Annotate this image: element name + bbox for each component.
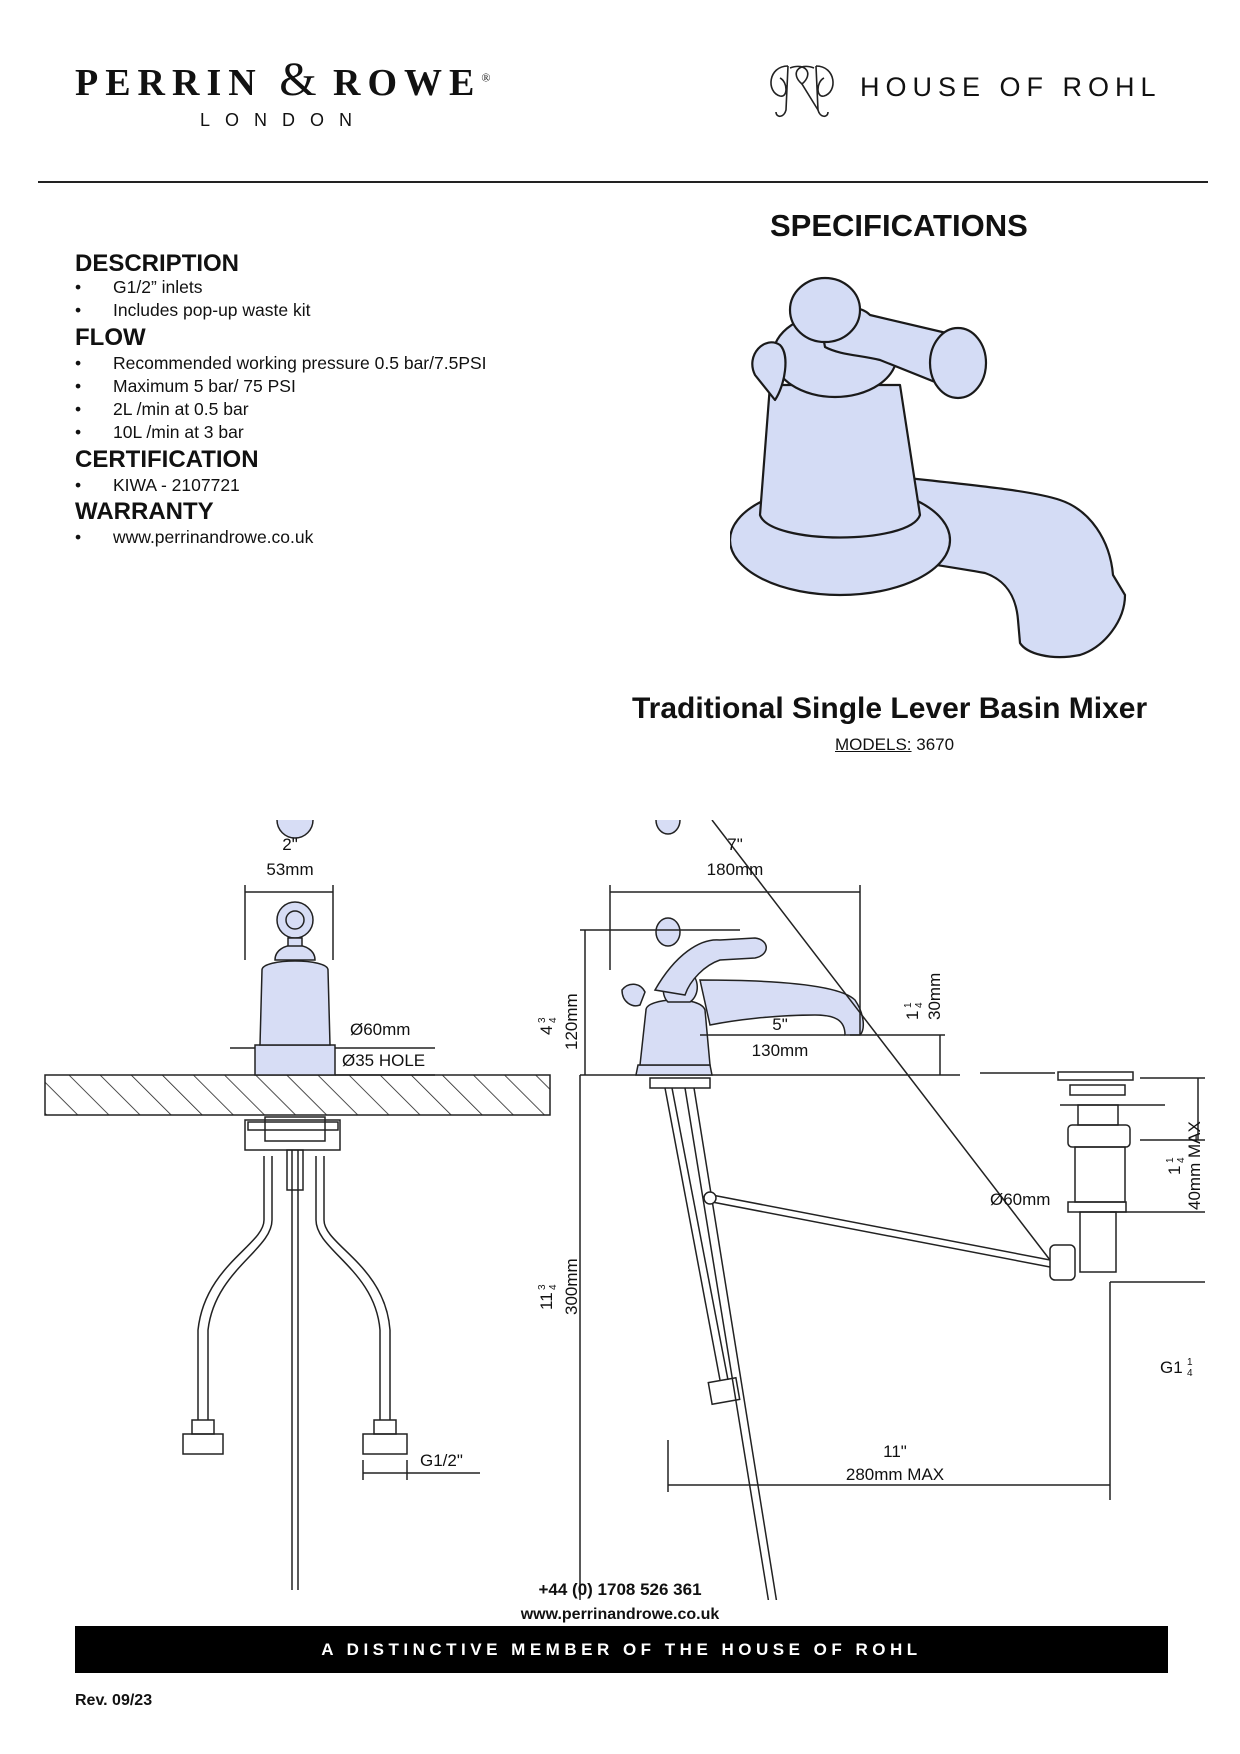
list-item-text: www.perrinandrowe.co.uk xyxy=(113,527,314,547)
house-of-rohl-wordmark: HOUSE OF ROHL xyxy=(860,72,1162,102)
height-mm: 120mm xyxy=(562,993,581,1050)
list-item-text: Maximum 5 bar/ 75 PSI xyxy=(113,376,296,396)
list-item: • Recommended working pressure 0.5 bar/7.… xyxy=(75,353,487,374)
spout-height-frac-d: 4 xyxy=(914,1002,925,1008)
inlet-thread: G1/2" xyxy=(420,1451,463,1470)
brand-word-rowe: ROWE xyxy=(333,62,482,104)
waste-thread: G1 xyxy=(1160,1358,1183,1377)
bullet-icon: • xyxy=(75,399,82,419)
waste-height-frac-n: 1 xyxy=(1165,1157,1176,1163)
below-frac-n: 3 xyxy=(537,1284,548,1290)
list-item: • 2L /min at 0.5 bar xyxy=(75,399,249,420)
reach-in: 5" xyxy=(772,1015,788,1034)
revision-label: Rev. 09/23 xyxy=(75,1692,153,1709)
list-item-text: KIWA - 2107721 xyxy=(113,475,240,495)
registered-mark: ® xyxy=(481,70,491,85)
height-in: 4 xyxy=(537,1026,556,1035)
below-frac-d: 4 xyxy=(548,1284,559,1290)
rod-length-in: 11" xyxy=(883,1442,907,1461)
front-width-mm: 53mm xyxy=(266,860,313,879)
models-value: 3670 xyxy=(916,735,955,754)
list-item: • G1/2” inlets xyxy=(75,277,202,298)
house-of-rohl-monogram-icon xyxy=(770,65,834,118)
waste-thread-frac-d: 4 xyxy=(1187,1368,1193,1379)
height-frac-n: 3 xyxy=(537,1017,548,1023)
brand-word-perrin: PERRIN xyxy=(75,62,263,104)
list-item: • www.perrinandrowe.co.uk xyxy=(75,527,313,548)
section-heading-certification: CERTIFICATION xyxy=(75,446,259,473)
contact-website[interactable]: www.perrinandrowe.co.uk xyxy=(520,1606,720,1623)
bullet-icon: • xyxy=(75,300,82,320)
side-width-mm: 180mm xyxy=(707,860,764,879)
list-item-text: 2L /min at 0.5 bar xyxy=(113,399,249,419)
side-width-in: 7" xyxy=(727,835,743,854)
waste-height-in: 1 xyxy=(1165,1166,1184,1175)
countertop-section xyxy=(44,1074,551,1116)
bullet-icon: • xyxy=(75,527,82,547)
bullet-icon: • xyxy=(75,277,82,297)
below-in: 11 xyxy=(537,1292,556,1310)
models-label: MODELS: xyxy=(835,735,912,754)
hole-diameter: Ø35 HOLE xyxy=(342,1051,425,1070)
technical-drawing: 2" 53mm Ø60mm Ø35 HOLE G1/2" 7" 180mm 5"… xyxy=(44,820,1205,1600)
brand-ampersand: & xyxy=(279,53,317,106)
waste-thread-frac-n: 1 xyxy=(1187,1357,1193,1368)
front-width-in: 2" xyxy=(282,835,298,854)
contact-phone: +44 (0) 1708 526 361 xyxy=(538,1580,702,1599)
waste-height-frac-d: 4 xyxy=(1176,1157,1187,1163)
perrin-rowe-logo: PERRIN & ROWE® xyxy=(75,52,491,107)
product-render-image xyxy=(730,276,1127,659)
waste-height-mm: 40mm MAX xyxy=(1185,1121,1204,1210)
list-item: • 10L /min at 3 bar xyxy=(75,422,244,443)
section-heading-flow: FLOW xyxy=(75,324,146,351)
reach-mm: 130mm xyxy=(752,1041,809,1060)
list-item-text: G1/2” inlets xyxy=(113,277,203,297)
below-mm: 300mm xyxy=(562,1258,581,1315)
product-title: Traditional Single Lever Basin Mixer xyxy=(632,692,1148,725)
bullet-icon: • xyxy=(75,376,82,396)
list-item: • Maximum 5 bar/ 75 PSI xyxy=(75,376,296,397)
rod-length-mm: 280mm MAX xyxy=(846,1465,944,1484)
bullet-icon: • xyxy=(75,475,82,495)
header-divider xyxy=(38,181,1208,183)
footer-banner: A DISTINCTIVE MEMBER OF THE HOUSE OF ROH… xyxy=(75,1626,1168,1673)
front-view-tap xyxy=(254,820,336,1076)
list-item: • KIWA - 2107721 xyxy=(75,475,240,496)
section-heading-warranty: WARRANTY xyxy=(75,498,214,525)
section-heading-description: DESCRIPTION xyxy=(75,250,240,277)
bullet-icon: • xyxy=(75,353,82,373)
waste-diameter: Ø60mm xyxy=(990,1190,1050,1209)
brand-london: LONDON xyxy=(200,110,368,130)
spout-height-in: 1 xyxy=(903,1011,922,1020)
bullet-icon: • xyxy=(75,422,82,442)
side-view-tap xyxy=(621,820,865,1076)
spout-height-frac-n: 1 xyxy=(903,1002,914,1008)
height-frac-d: 4 xyxy=(548,1017,559,1023)
page-title: SPECIFICATIONS xyxy=(770,208,1028,243)
base-diameter: Ø60mm xyxy=(350,1020,410,1039)
list-item-text: Recommended working pressure 0.5 bar/7.5… xyxy=(113,353,487,373)
list-item: • Includes pop-up waste kit xyxy=(75,300,310,321)
list-item-text: 10L /min at 3 bar xyxy=(113,422,244,442)
list-item-text: Includes pop-up waste kit xyxy=(113,300,311,320)
models-line: MODELS: 3670 xyxy=(835,735,954,755)
spout-height-mm: 30mm xyxy=(925,973,944,1020)
